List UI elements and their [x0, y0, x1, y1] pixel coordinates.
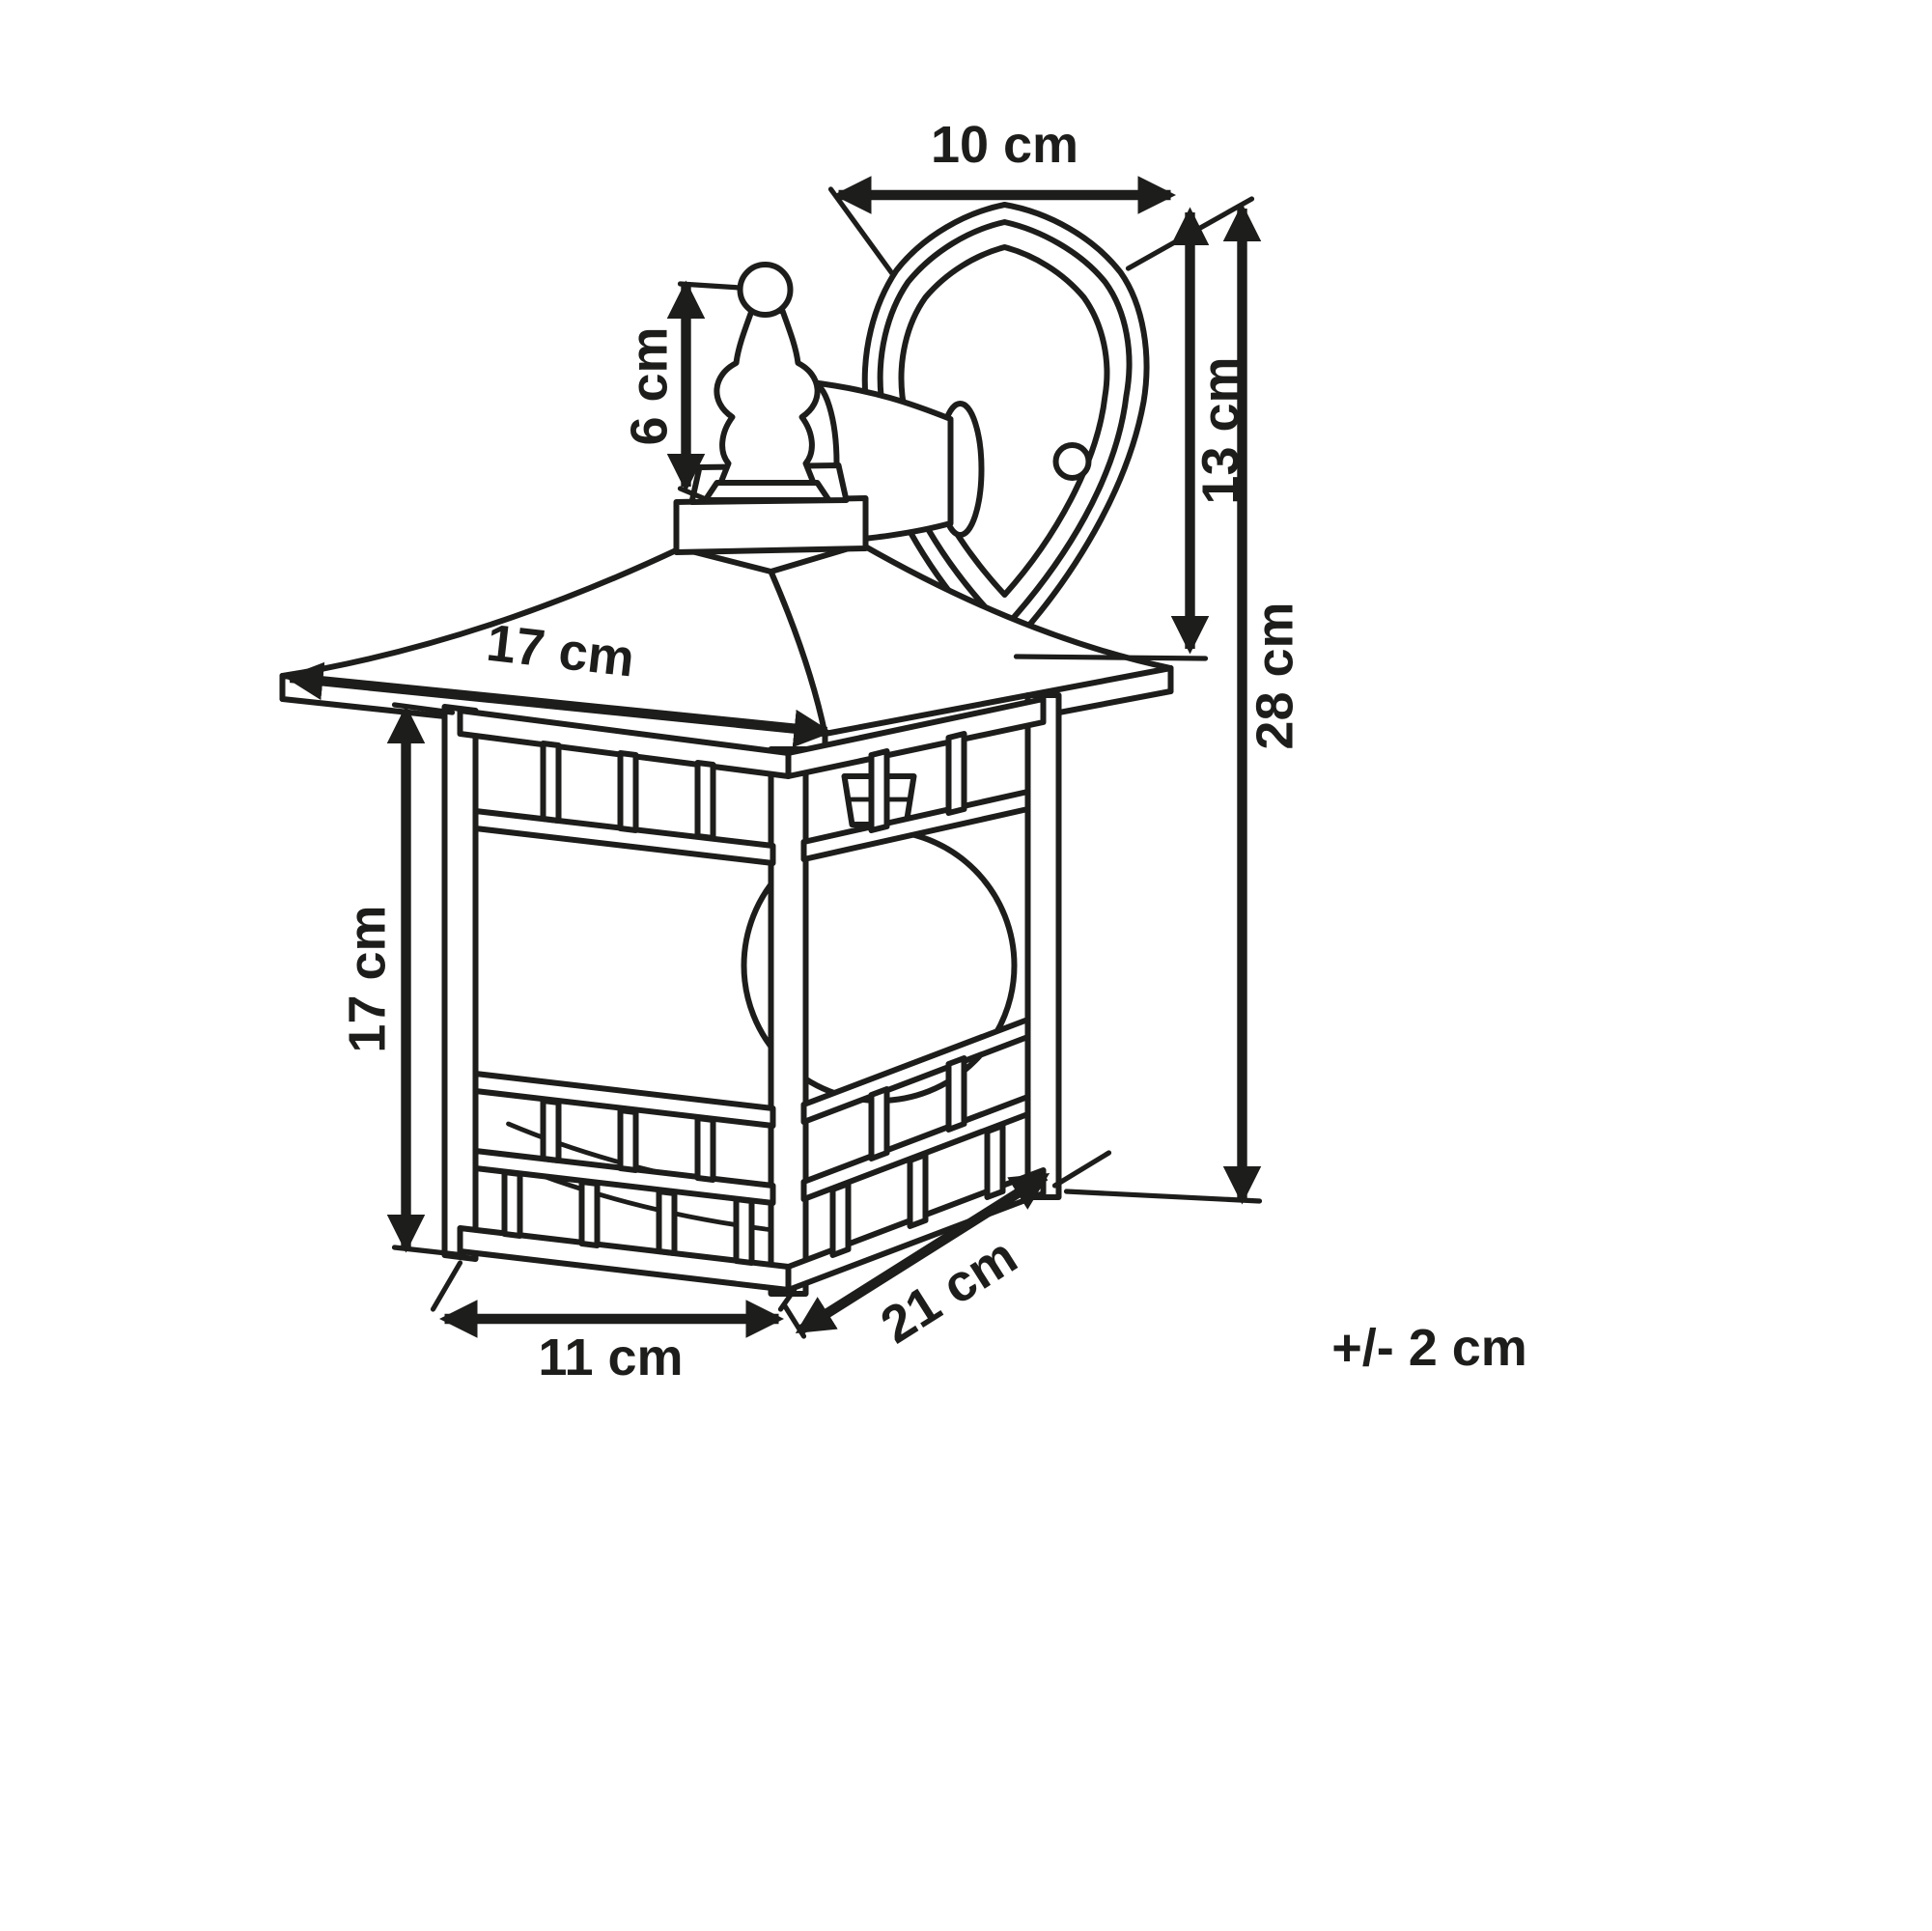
top-lattice [472, 731, 1031, 866]
plate-knob [1052, 442, 1092, 481]
dimension-label-plate-height: 13 cm [1192, 356, 1250, 504]
extension-tick [1063, 1189, 1263, 1204]
finial-ball [737, 262, 794, 318]
lattice-bar [617, 1107, 639, 1173]
lattice-bar [868, 748, 890, 833]
lattice-bar [501, 1169, 523, 1239]
finial-vase [714, 308, 821, 486]
tolerance-note: +/- 2 cm [1331, 1319, 1527, 1377]
dimension-label-body-height: 17 cm [339, 905, 397, 1052]
dimensions: 10 cm 13 cm 28 cm 6 cm 17 cm 17 cm 11 cm… [284, 116, 1527, 1386]
extension-tick [430, 1260, 463, 1312]
extension-tick [1013, 654, 1209, 661]
lattice-bar [656, 1189, 678, 1256]
lattice-bar [800, 1017, 1031, 1125]
lattice-bar [945, 731, 967, 816]
plate-inner-outline-2 [898, 244, 1110, 598]
finial [702, 262, 832, 503]
lattice-bar [472, 1071, 776, 1129]
dimension-label-total-height: 28 cm [1246, 602, 1304, 749]
lattice-bar [829, 1181, 852, 1258]
cage-post-rear-right [1024, 692, 1062, 1200]
extension-tick [827, 186, 896, 277]
lattice-bar [472, 808, 776, 866]
lattice-bar [945, 1055, 967, 1133]
lattice-bar [984, 1123, 1006, 1200]
plinth-lower-tier [673, 495, 869, 555]
cage-post-front-right [768, 746, 809, 1297]
cage-post-front-left [441, 704, 479, 1262]
lattice-bar [907, 1152, 929, 1229]
lattice-bar [472, 1148, 776, 1206]
lattice-bar [617, 750, 639, 833]
dimension-label-plate-width: 10 cm [931, 116, 1078, 174]
lattice-bar [694, 1115, 716, 1183]
dimension-line-depth [795, 1171, 1050, 1335]
dimension-line-roof-width [284, 661, 833, 748]
lattice-bar [578, 1179, 601, 1248]
extension-tick [1051, 1150, 1112, 1189]
lattice-bar [540, 741, 562, 824]
lattice-bar [540, 1098, 562, 1163]
roof-crown-edges [677, 542, 865, 574]
cage-top-rail-side [785, 696, 1047, 779]
lattice-bar [733, 1196, 755, 1266]
lattice-bar [694, 760, 716, 841]
dimension-label-finial-height: 6 cm [621, 326, 679, 445]
lantern-cage [441, 692, 1062, 1297]
dimension-label-base-width: 11 cm [538, 1329, 683, 1386]
lattice-bar [868, 1086, 890, 1161]
